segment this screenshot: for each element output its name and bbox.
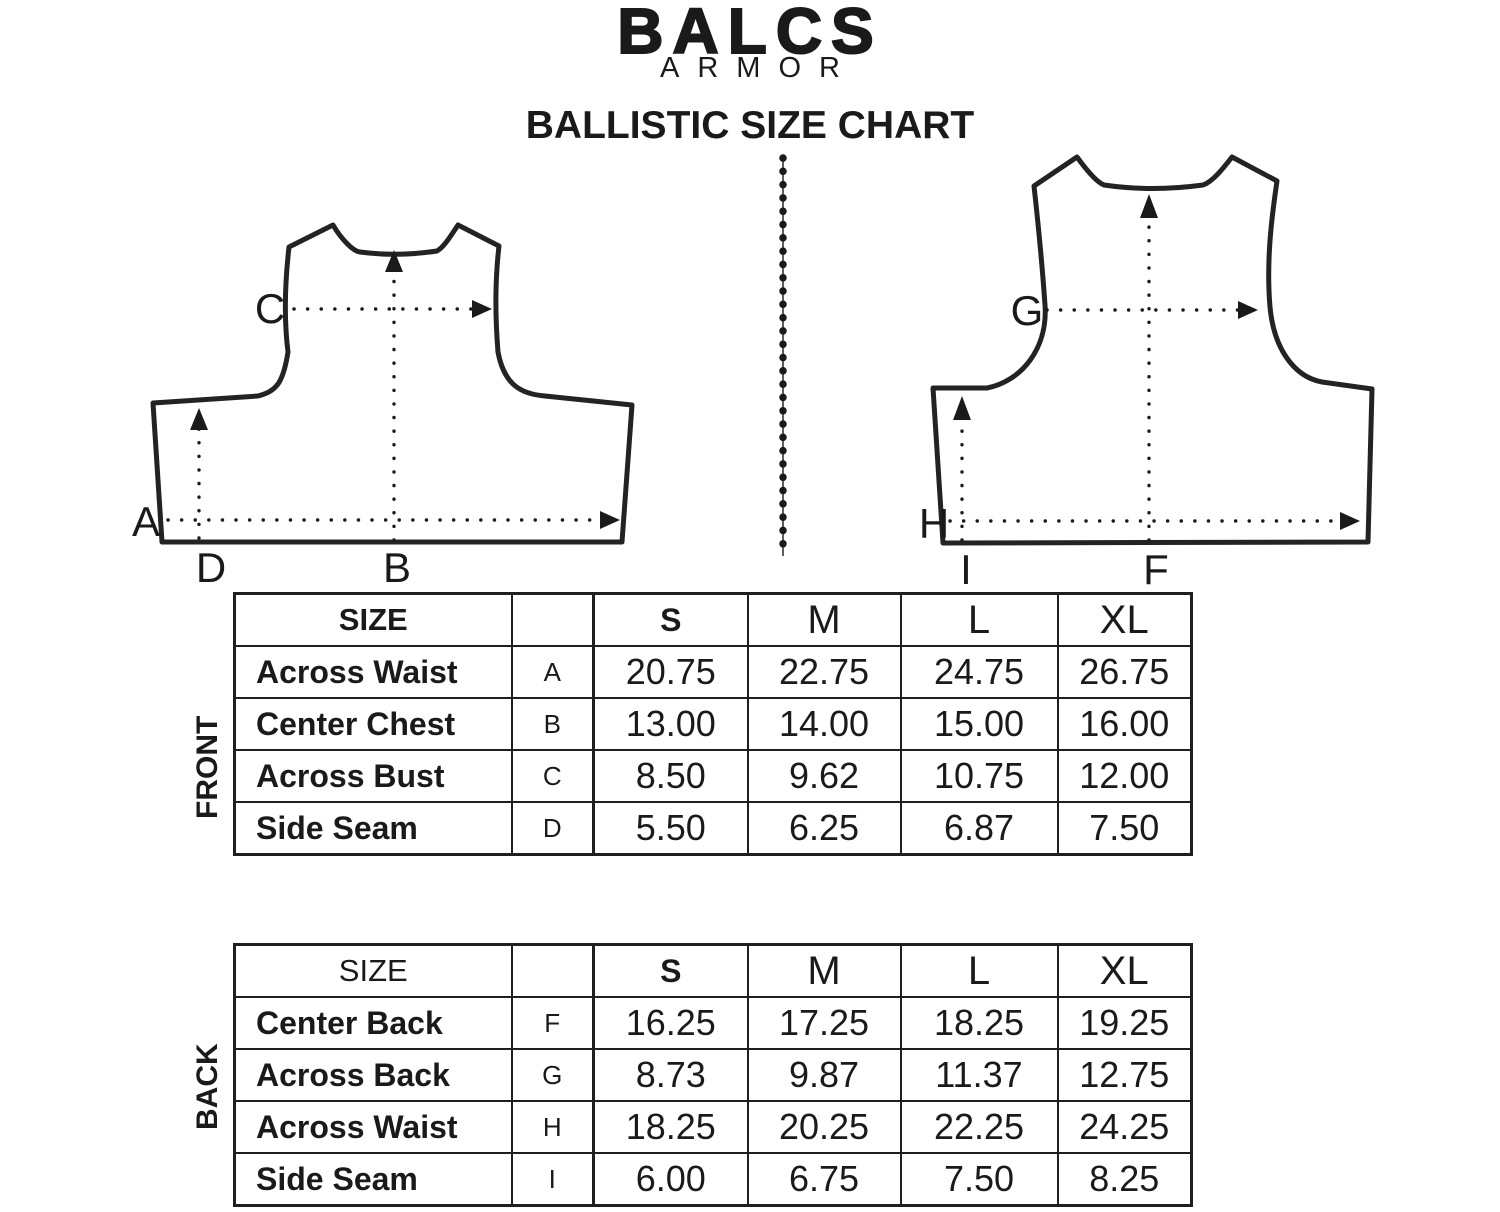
back-vest-outline [930, 154, 1375, 546]
front-col-header-l: L [899, 592, 1059, 647]
value-cell: 8.73 [592, 1048, 749, 1102]
value-cell: 7.50 [899, 1152, 1059, 1207]
front-label-c: C [255, 285, 285, 332]
row-label-cell: Across Back [233, 1048, 513, 1102]
row-label-cell: Across Waist [233, 1100, 513, 1154]
value-cell: 6.00 [592, 1152, 749, 1207]
value-cell: 12.75 [1056, 1048, 1193, 1102]
value-cell: 9.87 [746, 1048, 902, 1102]
row-label-cell: Side Seam [233, 801, 513, 856]
brand-logo-subtitle: ARMOR [660, 52, 858, 84]
value-cell: 6.87 [899, 801, 1059, 856]
front-label-a: A [132, 498, 160, 545]
value-cell: 22.25 [899, 1100, 1059, 1154]
value-cell: 24.25 [1056, 1100, 1193, 1154]
row-letter-cell: H [510, 1100, 595, 1154]
back-label-h: H [919, 500, 949, 547]
row-letter-cell: A [510, 645, 595, 699]
front-col-header-xl: XL [1056, 592, 1193, 647]
front-label-b: B [383, 544, 411, 591]
value-cell: 16.25 [592, 996, 749, 1050]
table-row: Side Seam D 5.50 6.25 6.87 7.50 [233, 801, 1193, 856]
back-size-table: SIZE S M L XL Center Back F 16.25 17.25 … [233, 943, 1193, 1207]
back-letter-column-header [510, 943, 595, 998]
value-cell: 20.75 [592, 645, 749, 699]
table-row: Across Bust C 8.50 9.62 10.75 12.00 [233, 749, 1193, 803]
page-title: BALLISTIC SIZE CHART [525, 104, 975, 147]
table-row: Across Waist H 18.25 20.25 22.25 24.25 [233, 1100, 1193, 1154]
value-cell: 5.50 [592, 801, 749, 856]
row-label-cell: Side Seam [233, 1152, 513, 1207]
back-col-header-s: S [592, 943, 749, 998]
value-cell: 13.00 [592, 697, 749, 751]
back-measure-f-arrow [1140, 194, 1158, 218]
value-cell: 22.75 [746, 645, 902, 699]
row-letter-cell: F [510, 996, 595, 1050]
row-letter-cell: C [510, 749, 595, 803]
back-col-header-xl: XL [1056, 943, 1193, 998]
front-letter-column-header [510, 592, 595, 647]
value-cell: 7.50 [1056, 801, 1193, 856]
front-label-d: D [196, 544, 226, 591]
value-cell: 8.50 [592, 749, 749, 803]
value-cell: 14.00 [746, 697, 902, 751]
value-cell: 18.25 [592, 1100, 749, 1154]
back-measure-h-arrow [1340, 512, 1360, 530]
value-cell: 8.25 [1056, 1152, 1193, 1207]
back-size-column-header: SIZE [233, 943, 513, 998]
row-letter-cell: B [510, 697, 595, 751]
table-row: Side Seam I 6.00 6.75 7.50 8.25 [233, 1152, 1193, 1207]
front-size-table: SIZE S M L XL Across Waist A 20.75 22.75… [233, 592, 1193, 856]
row-letter-cell: D [510, 801, 595, 856]
back-label-g: G [1011, 287, 1044, 334]
row-label-cell: Center Chest [233, 697, 513, 751]
value-cell: 6.25 [746, 801, 902, 856]
back-col-header-l: L [899, 943, 1059, 998]
row-letter-cell: G [510, 1048, 595, 1102]
value-cell: 10.75 [899, 749, 1059, 803]
row-label-cell: Across Waist [233, 645, 513, 699]
table-row: Center Back F 16.25 17.25 18.25 19.25 [233, 996, 1193, 1050]
value-cell: 9.62 [746, 749, 902, 803]
value-cell: 20.25 [746, 1100, 902, 1154]
front-vest-outline [150, 222, 635, 545]
back-label-i: I [960, 546, 972, 593]
value-cell: 15.00 [899, 697, 1059, 751]
front-table-header-row: SIZE S M L XL [233, 592, 1193, 647]
value-cell: 24.75 [899, 645, 1059, 699]
front-measure-c-arrow [472, 300, 492, 318]
back-measure-i-arrow [953, 396, 971, 420]
back-section-label: BACK [191, 1043, 224, 1131]
row-letter-cell: I [510, 1152, 595, 1207]
value-cell: 17.25 [746, 996, 902, 1050]
front-col-header-s: S [592, 592, 749, 647]
back-col-header-m: M [746, 943, 902, 998]
front-size-column-header: SIZE [233, 592, 513, 647]
brand-logo: BALCS [616, 0, 883, 68]
front-measure-d-arrow [190, 408, 208, 430]
value-cell: 18.25 [899, 996, 1059, 1050]
vest-diagrams: A D B C G H I F [132, 154, 1375, 593]
front-section-label: FRONT [191, 715, 224, 819]
table-row: Across Waist A 20.75 22.75 24.75 26.75 [233, 645, 1193, 699]
value-cell: 11.37 [899, 1048, 1059, 1102]
value-cell: 16.00 [1056, 697, 1193, 751]
back-table-header-row: SIZE S M L XL [233, 943, 1193, 998]
value-cell: 19.25 [1056, 996, 1193, 1050]
front-measure-b-arrow [385, 250, 403, 272]
table-row: Center Chest B 13.00 14.00 15.00 16.00 [233, 697, 1193, 751]
row-label-cell: Center Back [233, 996, 513, 1050]
front-col-header-m: M [746, 592, 902, 647]
table-row: Across Back G 8.73 9.87 11.37 12.75 [233, 1048, 1193, 1102]
row-label-cell: Across Bust [233, 749, 513, 803]
value-cell: 6.75 [746, 1152, 902, 1207]
back-measure-g-arrow [1238, 301, 1258, 319]
front-measure-a-arrow [600, 511, 620, 529]
back-label-f: F [1143, 546, 1169, 593]
value-cell: 26.75 [1056, 645, 1193, 699]
value-cell: 12.00 [1056, 749, 1193, 803]
